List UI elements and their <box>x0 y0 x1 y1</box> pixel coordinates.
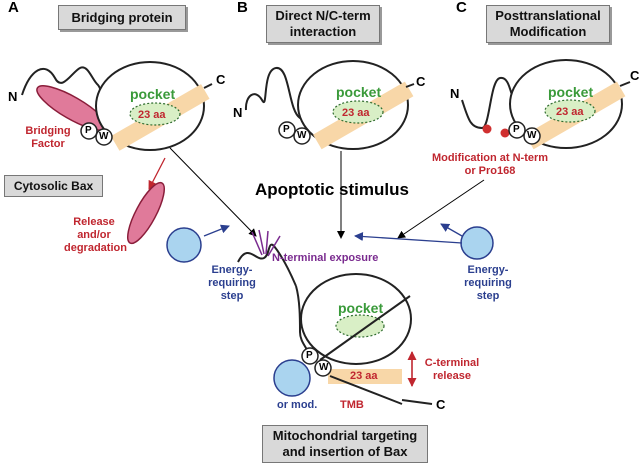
pocket-mito <box>335 314 385 338</box>
n-terminal-exposure-label: N-terminal exposure <box>272 252 379 264</box>
protein-c <box>461 59 631 150</box>
arrow-from-a <box>169 147 257 237</box>
segment-label-a: 23 aa <box>138 109 166 121</box>
w-label-a: W <box>99 131 109 142</box>
p-label-c: P <box>513 124 520 135</box>
pocket-label-b: pocket <box>336 84 382 100</box>
w-label-c: W <box>527 130 537 141</box>
c-tail-c <box>619 81 631 87</box>
tmb-label: TMB <box>340 399 364 411</box>
protein-b <box>244 60 415 150</box>
tmb-tail-2 <box>401 399 433 405</box>
pocket-label-a: pocket <box>130 86 176 102</box>
w-residue-c <box>523 127 541 145</box>
energy-step-right-label: Energy- requiring step <box>464 264 512 302</box>
release-arrow <box>148 157 166 190</box>
energy-arrow-left <box>203 224 230 237</box>
n-term-label-c: N <box>450 86 460 101</box>
pocket-a <box>129 102 181 126</box>
c-term-label-c: C <box>630 68 640 83</box>
energy-circle-right <box>460 226 494 260</box>
w-label-b: W <box>297 130 307 141</box>
panel-letter-a: A <box>8 0 19 16</box>
mito-modification-circle <box>273 359 311 397</box>
pocket-label-c: pocket <box>548 84 594 100</box>
or-mod-label: or mod. <box>277 399 318 411</box>
panel-title-b: Direct N/C-term interaction <box>266 5 380 43</box>
pocket-c <box>544 99 596 123</box>
c-term-label-a: C <box>216 72 226 87</box>
energy-arrow-right <box>440 223 463 237</box>
modification-dot-1 <box>482 124 492 134</box>
modification-label: Modification at N-term or Pro168 <box>431 152 549 177</box>
arrow-energy-right <box>354 232 463 244</box>
bridging-factor-label: Bridging Factor <box>25 125 71 150</box>
panel-letter-c: C <box>456 0 467 16</box>
tmb-tail <box>329 375 403 405</box>
energy-circle-left <box>166 227 202 263</box>
c-term-label-mito: C <box>436 397 446 412</box>
arrow-from-c <box>397 179 485 239</box>
n-terminal-fray <box>251 229 281 257</box>
p-label-mito: P <box>306 350 313 361</box>
pocket-label-mito: pocket <box>338 300 384 316</box>
p-residue-mito <box>301 347 319 365</box>
p-residue-a <box>80 122 98 140</box>
panel-title-c: Posttranslational Modification <box>486 5 610 43</box>
c-terminal-release-label: C-terminal release <box>424 357 480 382</box>
p-residue-b <box>278 121 296 139</box>
panel-title-a: Bridging protein <box>58 5 186 30</box>
c-tail-b <box>405 83 415 88</box>
p-residue-c <box>508 121 526 139</box>
pocket-b <box>332 100 384 124</box>
p-label-b: P <box>283 124 290 135</box>
n-term-label-a: N <box>8 89 18 104</box>
segment-label-c: 23 aa <box>556 106 584 118</box>
w-residue-mito <box>314 359 332 377</box>
exposed-n-term <box>237 243 297 287</box>
w-residue-a <box>95 128 113 146</box>
c-term-label-b: C <box>416 74 426 89</box>
energy-step-left-label: Energy- requiring step <box>208 264 256 302</box>
inner-strand <box>319 295 411 361</box>
protein-a <box>21 61 213 151</box>
modification-dot-2 <box>500 128 510 138</box>
p-label-a: P <box>85 125 92 136</box>
helix-23aa-mito <box>328 369 402 384</box>
cytosolic-bax-box: Cytosolic Bax <box>4 175 103 197</box>
mitochondrial-targeting-box: Mitochondrial targeting and insertion of… <box>262 425 428 463</box>
released-bridging-factor <box>127 181 165 245</box>
n-term-label-b: N <box>233 105 243 120</box>
segment-label-mito: 23 aa <box>350 370 378 382</box>
segment-label-b: 23 aa <box>342 107 370 119</box>
c-tail-a <box>203 83 213 89</box>
apoptotic-stimulus-label: Apoptotic stimulus <box>255 180 409 199</box>
w-residue-b <box>293 127 311 145</box>
protein-mito <box>237 229 433 405</box>
panel-letter-b: B <box>237 0 248 16</box>
w-label-mito: W <box>319 362 329 373</box>
release-degradation-label: Release and/or degradation <box>64 216 127 254</box>
